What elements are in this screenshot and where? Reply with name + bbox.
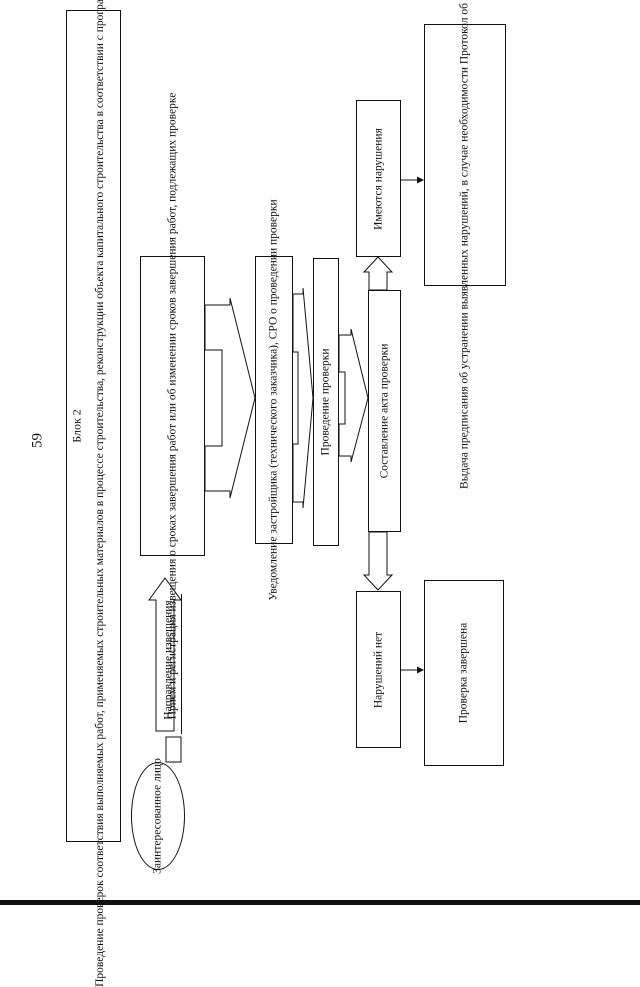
arrow-act-to-violations [362,256,394,291]
arrow-act-to-no-violations [362,531,394,591]
no-violations-label: Нарушений нет [372,631,384,708]
interested-party-label: Заинтересованное лицо [151,758,164,874]
interested-party-ellipse: Заинтересованное лицо [131,758,185,874]
send-notice-underline [181,594,182,734]
no-violations-box: Нарушений нет [356,591,401,748]
connector-square [165,736,182,763]
draw-up-act-box: Составление акта проверки [368,290,401,532]
arrow-inspection-to-act [338,328,369,463]
block-title: Блок 2 [69,409,83,443]
issue-order-label: Выдача предписания об устранении выявлен… [458,0,471,489]
inspection-completed-label: Проверка завершена [457,622,470,724]
scan-edge [0,900,640,905]
violations-exist-box: Имеются нарушения [356,100,401,257]
block-header: Блок 2 Проведение проверок соответствия … [66,0,121,987]
block-description: Проведение проверок соответствия выполня… [93,0,106,987]
arrow-send-to-receive [148,577,182,732]
receive-notice-label: Прием и регистрация извещения о сроках з… [166,92,178,720]
draw-up-act-label: Составление акта проверки [378,343,390,479]
flow-connectors [148,176,424,763]
issue-order-box: Выдача предписания об устранении выявлен… [424,0,506,489]
receive-notice-box: Прием и регистрация извещения о сроках з… [140,93,205,719]
arrow-notify-to-inspection [292,287,314,509]
arrow-receive-to-notify [204,297,256,499]
notify-developer-box: Уведомление застройщика (технического за… [255,199,293,601]
notify-developer-label: Уведомление застройщика (технического за… [267,199,280,601]
violations-exist-label: Имеются нарушения [372,127,384,230]
inspection-completed-box: Проверка завершена [424,580,504,766]
conduct-inspection-box: Проведение проверки [313,258,339,546]
conduct-inspection-label: Проведение проверки [319,348,332,456]
